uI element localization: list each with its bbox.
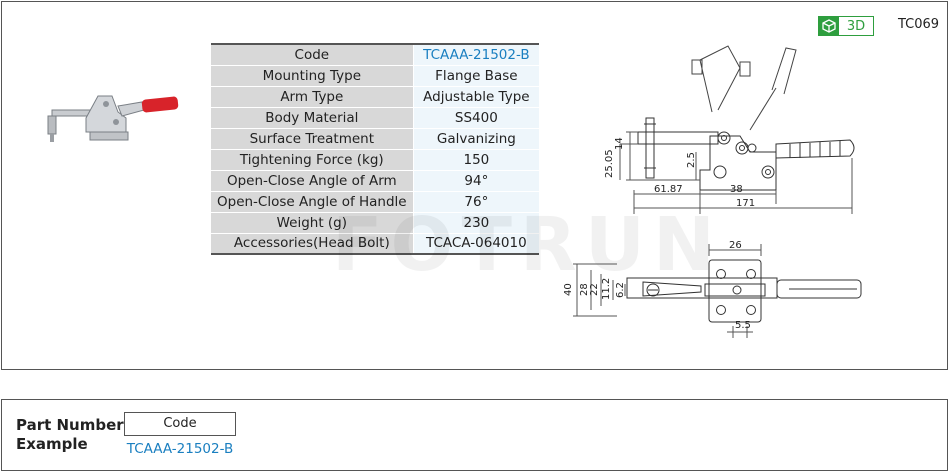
- 3d-view-button[interactable]: 3D: [818, 16, 874, 36]
- spec-key: Surface Treatment: [211, 128, 414, 150]
- dim-171: 171: [736, 198, 755, 209]
- table-row: Accessories(Head Bolt)TCACA-064010: [211, 233, 540, 255]
- dim-6-2: 6.2: [615, 282, 626, 298]
- code-box: Code: [124, 412, 236, 436]
- table-row: Weight (g)230: [211, 212, 540, 234]
- spec-value: SS400: [412, 107, 540, 129]
- table-row: Tightening Force (kg)150: [211, 149, 540, 171]
- dim-26: 26: [729, 240, 742, 251]
- part-number-panel: Part Number Example Code TCAAA-21502-B: [1, 399, 948, 471]
- side-view-drawing: 14 25.05 2.5 61.87 38 171: [600, 40, 870, 224]
- spec-key: Code: [211, 43, 414, 66]
- top-view-drawing: 26 40 28 22 11.2 6.2 5.5: [557, 234, 877, 348]
- dim-2-5: 2.5: [686, 152, 697, 168]
- dim-28: 28: [579, 283, 590, 296]
- spec-value: 230: [412, 212, 540, 234]
- part-number-label-line1: Part Number: [16, 416, 124, 434]
- dim-25-05: 25.05: [604, 149, 615, 178]
- spec-key: Arm Type: [211, 86, 414, 108]
- dim-38: 38: [730, 184, 743, 195]
- spec-value: Galvanizing: [412, 128, 540, 150]
- watermark: FOTRUN: [332, 202, 723, 288]
- dim-61-87: 61.87: [654, 184, 683, 195]
- spec-value: Flange Base: [412, 65, 540, 87]
- spec-value: 76°: [412, 191, 540, 213]
- dim-14: 14: [614, 137, 625, 150]
- spec-key: Mounting Type: [211, 65, 414, 87]
- spec-key: Accessories(Head Bolt): [211, 233, 414, 255]
- dim-11-2: 11.2: [601, 278, 612, 300]
- dim-22: 22: [589, 283, 600, 296]
- series-code: TC069: [898, 17, 940, 32]
- spec-value: TCACA-064010: [412, 233, 540, 255]
- part-number-label: Part Number Example: [16, 416, 124, 454]
- spec-value: 94°: [412, 170, 540, 192]
- 3d-label: 3D: [846, 18, 866, 34]
- part-number-value[interactable]: TCAAA-21502-B: [126, 441, 234, 457]
- spec-key: Body Material: [211, 107, 414, 129]
- spec-key: Weight (g): [211, 212, 414, 234]
- dim-5-5: 5.5: [735, 320, 751, 331]
- spec-value: Adjustable Type: [412, 86, 540, 108]
- spec-key: Tightening Force (kg): [211, 149, 414, 171]
- spec-value: 150: [412, 149, 540, 171]
- spec-key: Open-Close Angle of Handle: [211, 191, 414, 213]
- product-photo: [46, 88, 182, 152]
- spec-value: TCAAA-21502-B: [412, 43, 540, 66]
- dim-40: 40: [563, 283, 574, 296]
- spec-key: Open-Close Angle of Arm: [211, 170, 414, 192]
- cube-icon: [819, 17, 839, 35]
- part-number-label-line2: Example: [16, 435, 88, 453]
